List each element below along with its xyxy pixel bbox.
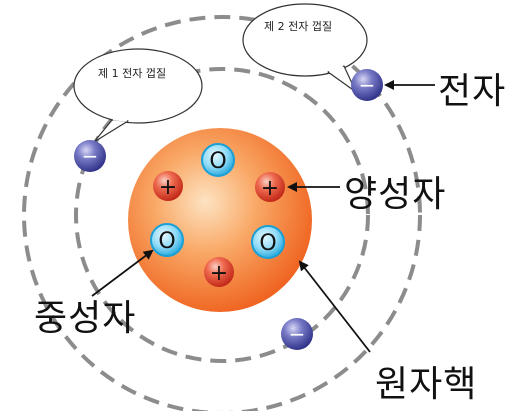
neutron-arrow: [91, 249, 154, 297]
inner-shell: [74, 67, 370, 363]
shell1-label: 제 1 전자 껍질: [98, 67, 167, 80]
neutron-top: O: [201, 143, 235, 177]
svg-text:O: O: [259, 231, 276, 256]
neutron-left: O: [150, 223, 184, 257]
svg-text:O: O: [209, 149, 226, 174]
nucleus-label: 원자핵: [375, 364, 478, 405]
electron-bottom-right: −: [281, 318, 313, 350]
electron-left: −: [74, 140, 106, 172]
outer-shell: [22, 15, 422, 411]
proton-right: +: [255, 172, 285, 202]
shell1-bubble: [73, 48, 203, 143]
svg-text:+: +: [159, 175, 177, 200]
svg-text:+: +: [210, 261, 228, 286]
electron-label: 전자: [438, 71, 507, 112]
svg-text:−: −: [359, 73, 376, 97]
shell2-label: 제 2 전자 껍질: [264, 20, 333, 33]
shell2-bubble: [242, 3, 368, 93]
proton-bottom: +: [204, 257, 234, 287]
neutron-label: 중성자: [34, 298, 137, 339]
svg-text:−: −: [289, 322, 306, 346]
svg-text:O: O: [158, 229, 175, 254]
electron-top-right: −: [351, 69, 383, 101]
nucleus-arrow: [298, 260, 371, 353]
neutron-right: O: [251, 225, 285, 259]
proton-label: 양성자: [344, 174, 447, 215]
svg-text:−: −: [82, 144, 99, 168]
svg-text:+: +: [261, 176, 279, 201]
proton-left: +: [153, 171, 183, 201]
